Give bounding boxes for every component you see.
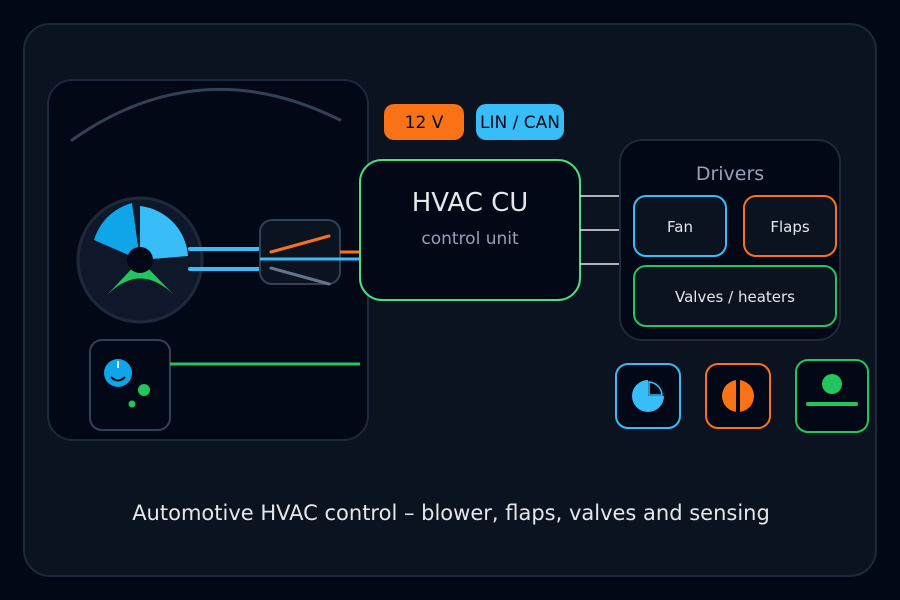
- bus-badge: LIN / CAN: [476, 104, 564, 140]
- driver-fan: Fan: [633, 195, 727, 257]
- diagram-caption: Automotive HVAC control – blower, flaps,…: [132, 501, 770, 525]
- control-unit-title: HVAC CU: [412, 188, 529, 218]
- valve-level-icon: [795, 359, 869, 433]
- dashboard-arc: [70, 87, 342, 142]
- bus-badge-label: LIN / CAN: [480, 113, 560, 133]
- drivers-panel: Drivers Fan Flaps Valves / heaters: [619, 139, 841, 341]
- driver-flaps: Flaps: [743, 195, 837, 257]
- driver-valves: Valves / heaters: [633, 265, 837, 327]
- driver-flaps-label: Flaps: [770, 218, 810, 236]
- pie-gauge-icon: [615, 363, 681, 429]
- control-unit-box: HVAC CU control unit: [359, 159, 581, 301]
- split-circle-icon: [705, 363, 771, 429]
- relay-switch-icon: [259, 219, 341, 286]
- voltage-badge: 12 V: [384, 104, 464, 140]
- drivers-title: Drivers: [696, 163, 764, 185]
- voltage-badge-label: 12 V: [405, 113, 444, 133]
- vehicle-panel: [47, 79, 369, 441]
- blower-fan-icon: [76, 196, 204, 324]
- driver-fan-label: Fan: [667, 218, 693, 236]
- driver-valves-label: Valves / heaters: [675, 288, 795, 306]
- sensor-knob-icon: [89, 339, 171, 431]
- control-unit-subtitle: control unit: [421, 229, 519, 249]
